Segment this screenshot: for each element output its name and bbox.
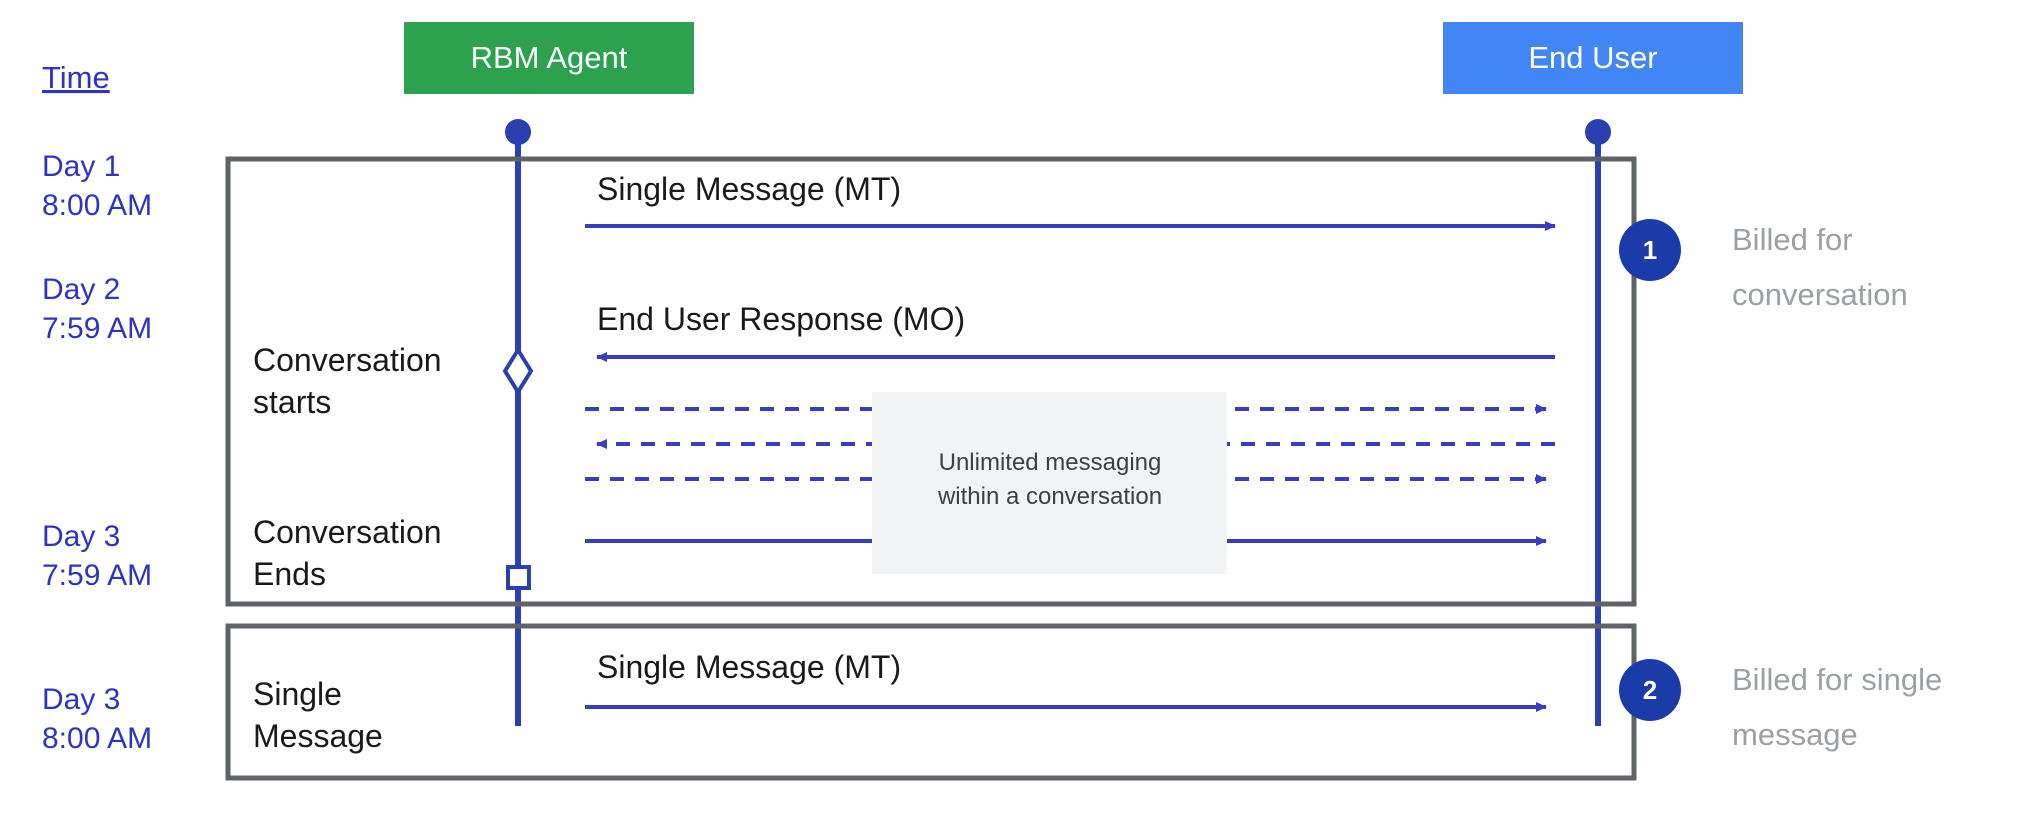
single-message-frame [225, 623, 1637, 781]
message-single-message-mt-1: Single Message (MT) [585, 171, 1556, 231]
phase-single-message: Single Message [253, 676, 383, 754]
time-column-header: Time [42, 60, 110, 95]
conversation-end-square-marker [506, 565, 531, 590]
time-day-4: Day 3 [42, 683, 120, 716]
actor-end-user: End User [1443, 22, 1743, 94]
time-day-2: Day 2 [42, 273, 120, 306]
lifeline-rbm-agent [502, 119, 534, 726]
time-clock-4: 8:00 AM [42, 722, 152, 755]
phase-conversation-starts: Conversation starts [253, 342, 442, 420]
rbm-agent-box [404, 22, 694, 94]
rbm-agent-label: RBM Agent [471, 40, 628, 75]
callout-2-number: 2 [1643, 675, 1657, 705]
phase-single-message-line1: Single [253, 676, 342, 712]
callout-1-line2: conversation [1732, 277, 1908, 312]
note-line1: Unlimited messaging [939, 449, 1162, 476]
note-line2: within a conversation [937, 483, 1162, 510]
phase-conversation-ends-line2: Ends [253, 556, 326, 592]
callout-2-line1: Billed for single [1732, 662, 1942, 697]
time-clock-3: 7:59 AM [42, 559, 152, 592]
phase-conversation-ends-line1: Conversation [253, 514, 442, 550]
end-user-label: End User [1528, 40, 1657, 75]
callout-2-line2: message [1732, 717, 1858, 752]
end-user-box [1443, 22, 1743, 94]
end-user-lifeline-head [1585, 119, 1611, 145]
rbm-agent-lifeline-head [505, 119, 531, 145]
phase-conversation-starts-line2: starts [253, 384, 331, 420]
note-unlimited-messaging: Unlimited messaging within a conversatio… [872, 392, 1227, 574]
conversation-start-diamond-marker [502, 346, 534, 396]
callout-1-number: 1 [1643, 235, 1657, 265]
time-day-3: Day 3 [42, 520, 120, 553]
time-clock-1: 8:00 AM [42, 189, 152, 222]
time-label-row-4: Day 3 8:00 AM [42, 683, 152, 755]
phase-conversation-ends: Conversation Ends [253, 514, 442, 592]
callout-billed-for-single-message: 2 Billed for single message [1619, 659, 1942, 752]
conversation-frame [225, 156, 1637, 607]
lifeline-end-user [1585, 119, 1611, 726]
callout-1-badge [1619, 219, 1681, 281]
callout-2-badge [1619, 659, 1681, 721]
message-single-message-mt-2: Single Message (MT) [585, 649, 1547, 712]
message-label-mo: End User Response (MO) [597, 301, 965, 337]
time-label-row-2: Day 2 7:59 AM [42, 273, 152, 345]
actor-rbm-agent: RBM Agent [404, 22, 694, 94]
callout-billed-for-conversation: 1 Billed for conversation [1619, 219, 1908, 312]
message-label-mt-1: Single Message (MT) [597, 171, 901, 207]
time-label-row-3: Day 3 7:59 AM [42, 520, 152, 592]
time-day-1: Day 1 [42, 150, 120, 183]
phase-conversation-starts-line1: Conversation [253, 342, 442, 378]
time-clock-2: 7:59 AM [42, 312, 152, 345]
message-end-user-response-mo: End User Response (MO) [596, 301, 1555, 362]
phase-single-message-line2: Message [253, 718, 383, 754]
note-background [872, 392, 1227, 574]
callout-1-line1: Billed for [1732, 222, 1853, 257]
message-label-mt-2: Single Message (MT) [597, 649, 901, 685]
time-label-row-1: Day 1 8:00 AM [42, 150, 152, 222]
